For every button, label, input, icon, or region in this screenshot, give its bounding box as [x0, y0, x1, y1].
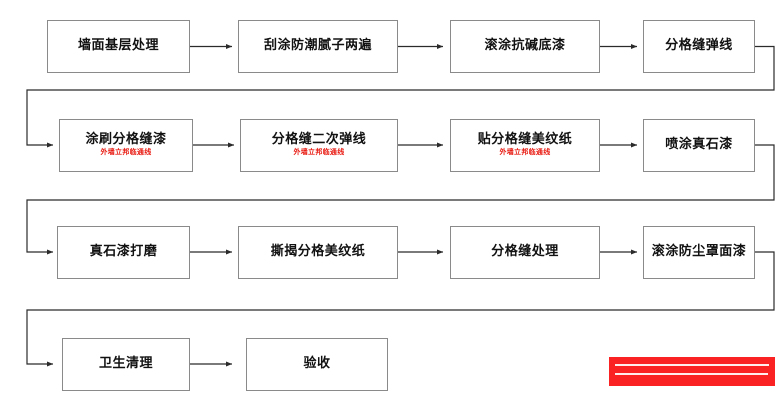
- node-note: 外墙立邦临通线: [293, 148, 345, 157]
- process-node-n8[interactable]: 喷涂真石漆: [643, 119, 755, 172]
- node-label: 验收: [303, 356, 331, 372]
- process-node-n3[interactable]: 滚涂抗碱底漆: [450, 20, 600, 73]
- node-label: 滚涂抗碱底漆: [484, 38, 566, 54]
- node-label: 贴分格缝美纹纸: [477, 132, 573, 147]
- process-node-n1[interactable]: 墙面基层处理: [47, 20, 190, 73]
- watermark-text-line-1: [615, 364, 769, 366]
- node-label: 墙面基层处理: [77, 38, 159, 54]
- node-label: 真石漆打磨: [89, 244, 158, 260]
- process-node-n10[interactable]: 撕揭分格美纹纸: [238, 226, 398, 279]
- node-note: 外墙立邦临通线: [100, 148, 152, 157]
- node-label: 喷涂真石漆: [665, 137, 733, 153]
- node-note: 外墙立邦临通线: [499, 148, 551, 157]
- process-node-n6[interactable]: 分格缝二次弹线 外墙立邦临通线: [240, 119, 398, 172]
- node-label: 滚涂防尘罩面漆: [651, 244, 747, 260]
- process-node-n14[interactable]: 验收: [246, 338, 388, 391]
- node-label: 涂刷分格缝漆: [85, 132, 167, 147]
- node-label: 撕揭分格美纹纸: [270, 244, 366, 260]
- process-node-n7[interactable]: 贴分格缝美纹纸 外墙立邦临通线: [450, 119, 600, 172]
- watermark-banner: [609, 357, 775, 386]
- process-node-n13[interactable]: 卫生清理: [62, 338, 190, 391]
- node-label: 分格缝弹线: [665, 38, 733, 54]
- node-label: 刮涂防潮腻子两遍: [263, 38, 372, 54]
- node-label: 分格缝二次弹线: [271, 132, 367, 147]
- node-label: 卫生清理: [98, 356, 153, 372]
- process-node-n12[interactable]: 滚涂防尘罩面漆: [643, 226, 755, 279]
- watermark-text-line-2: [615, 373, 768, 375]
- process-node-n9[interactable]: 真石漆打磨: [57, 226, 190, 279]
- process-node-n2[interactable]: 刮涂防潮腻子两遍: [238, 20, 398, 73]
- node-label: 分格缝处理: [491, 244, 559, 260]
- process-node-n4[interactable]: 分格缝弹线: [643, 20, 755, 73]
- process-node-n11[interactable]: 分格缝处理: [450, 226, 600, 279]
- process-node-n5[interactable]: 涂刷分格缝漆 外墙立邦临通线: [59, 119, 193, 172]
